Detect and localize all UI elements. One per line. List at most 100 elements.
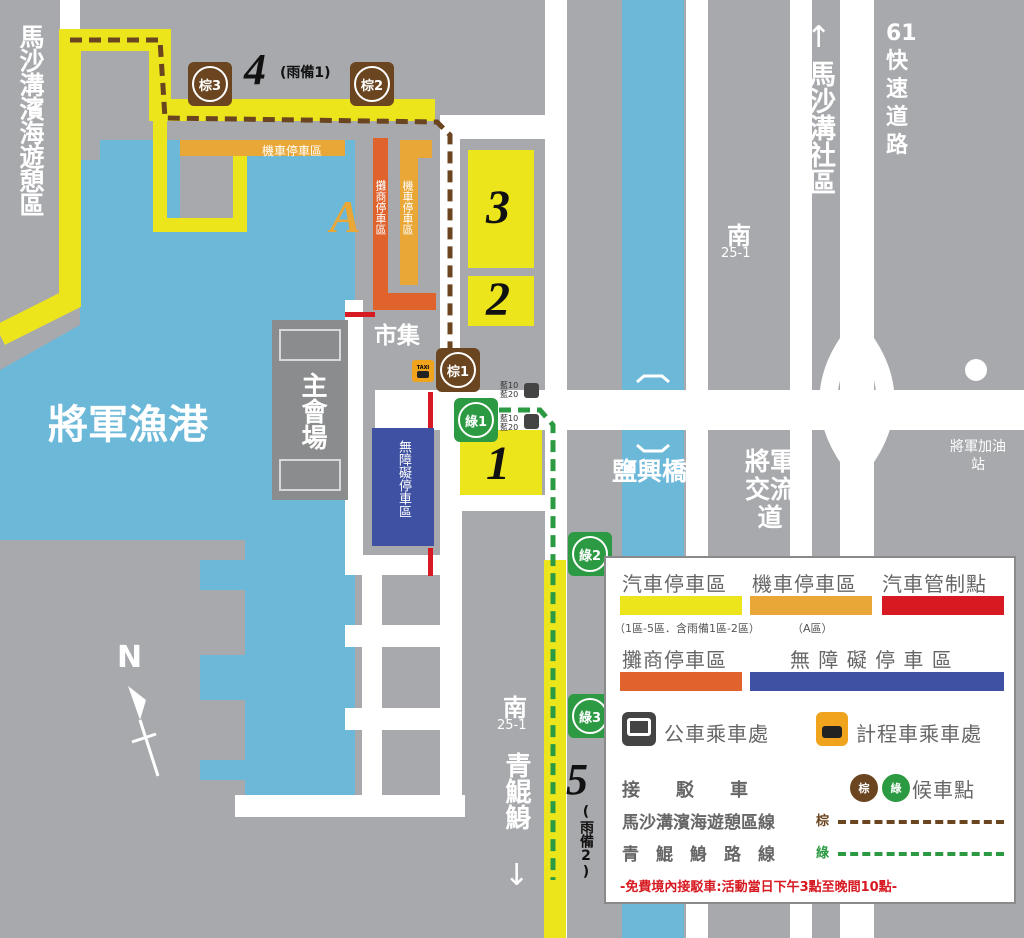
legend-bus-icon [622, 712, 656, 746]
legend-taxi-shape [822, 726, 842, 738]
legend-accessible-title: 無 障 礙 停 車 區 [790, 648, 953, 672]
taxi-icon: TAXI [412, 360, 434, 382]
legend-car-parking-swatch [620, 596, 742, 615]
legend-green-badge: 綠 [882, 774, 910, 802]
zone-4-label: 4 [244, 45, 266, 94]
legend-moto-parking-swatch [750, 596, 872, 615]
legend-taxi-stop: 計程車乘車處 [856, 722, 982, 746]
label-mashagou-area: 馬沙溝濱海遊憩區 [16, 24, 45, 216]
bus-line-label: 藍20 [500, 390, 519, 399]
legend-car-parking-title: 汽車停車區 [622, 572, 727, 596]
taxi-car-shape [417, 370, 429, 378]
stop-green-1[interactable]: 綠1 [454, 398, 498, 442]
bus-line-label: 藍10 [500, 381, 519, 390]
bridge-mark-bottom [636, 443, 670, 453]
moto-parking-strip [180, 140, 345, 156]
label-main-venue: 主會場 [297, 372, 327, 450]
legend-vendor-title: 攤商停車區 [622, 648, 727, 672]
label-arrow-up: ↑ [806, 20, 832, 55]
zone-3-label: 3 [486, 181, 510, 234]
legend-shuttle-label: 接 駁 車 [622, 780, 748, 801]
moto-parking-a [400, 140, 432, 285]
legend-control-title: 汽車管制點 [882, 572, 987, 596]
legend-brown-line [838, 820, 1004, 824]
harbor-water [0, 140, 370, 800]
stop-brown-1[interactable]: 棕1 [436, 348, 480, 392]
gas-station-dot [965, 359, 987, 381]
interchange-loop [819, 315, 895, 485]
legend-green-line [838, 852, 1004, 856]
legend-free-shuttle: -免費境內接駁車:活動當日下午3點至晚間10點- [620, 880, 898, 895]
brown-shuttle-route [70, 37, 453, 368]
legend-car-note: （1區-5區．含雨備1區-2區） [614, 622, 760, 635]
label-accessible-parking: 無障礙停車區 [396, 440, 411, 518]
legend-green-short: 綠 [816, 846, 830, 861]
land-top [0, 0, 60, 12]
label-nan18: 南18 [720, 404, 755, 422]
north-arrow [128, 686, 160, 777]
legend-vendor-swatch [620, 672, 742, 691]
parking-zone-3 [468, 150, 534, 268]
accessible-parking [372, 428, 434, 546]
label-market: 市集 [374, 323, 420, 349]
stop-brown-2[interactable]: 棕2 [350, 62, 394, 106]
legend-moto-note: （A區） [792, 622, 833, 635]
label-moto-parking-v: 機車停車區 [401, 180, 414, 235]
stop-badge: 綠1 [458, 402, 494, 438]
legend-line-brown: 馬沙溝濱海遊憩區線 [622, 813, 775, 833]
legend-bus-stop: 公車乘車處 [664, 722, 769, 746]
legend-accessible-swatch [750, 672, 1004, 691]
legend-brown-badge: 棕 [850, 774, 878, 802]
stop-badge: 綠3 [572, 698, 608, 734]
label-north: N [117, 640, 143, 675]
legend-bus-shape [627, 718, 651, 736]
label-harbor: 將軍漁港 [48, 402, 208, 448]
legend-taxi-icon [816, 712, 848, 746]
control-points [345, 312, 433, 576]
label-qingkunshen: 青鯤鯓 [501, 752, 531, 830]
bus-stop-icon [524, 414, 539, 429]
label-to-mashagou: 馬沙溝社區 [804, 60, 835, 195]
legend-wait-point: 候車點 [912, 778, 975, 802]
parking-zone-2 [468, 276, 534, 326]
legend-line-green: 青 鯤 鯓 路 線 [622, 845, 775, 865]
taxi-tag: TAXI [416, 364, 430, 371]
zone-5-label: 5 [566, 755, 588, 804]
label-moto-parking-h: 機車停車區 [262, 144, 323, 158]
stop-badge: 棕1 [440, 352, 476, 388]
zone-a-label: A [330, 191, 361, 242]
label-xibin: 西濱聯絡道 [608, 404, 684, 422]
vendor-parking [373, 138, 436, 310]
label-bridge: 鹽興橋 [612, 457, 688, 486]
legend-panel: 汽車停車區 機車停車區 汽車管制點 （1區-5區．含雨備1區-2區） （A區） … [604, 556, 1016, 904]
zone-1-label: 1 [486, 437, 510, 490]
label-nan251-top: 南 [727, 222, 751, 250]
label-expressway: 61快速道路 [886, 21, 917, 158]
green-shuttle-route [480, 407, 556, 880]
label-nan251-top-num: 25-1 [721, 246, 751, 261]
main-venue-tent-top [279, 329, 341, 361]
bridge-mark-top [636, 374, 670, 384]
label-gas-station: 將軍加油站 [950, 439, 1006, 473]
bus-line-label: 藍10 [500, 414, 519, 423]
legend-control-swatch [882, 596, 1004, 615]
stop-brown-3[interactable]: 棕3 [188, 62, 232, 106]
zone-2-label: 2 [486, 273, 510, 326]
bus-lines-top: 藍10 藍20 [500, 381, 518, 399]
label-interchange: 將軍交流道 [744, 447, 795, 532]
label-nan251-bottom: 南 [503, 694, 527, 722]
bus-line-label: 藍20 [500, 423, 519, 432]
label-nan251-bottom-num: 25-1 [497, 718, 527, 733]
bus-stop-icon [524, 383, 539, 398]
main-venue-tent-bottom [279, 459, 341, 491]
stop-badge: 棕2 [354, 66, 390, 102]
stop-badge: 綠2 [572, 536, 608, 572]
label-vendor-parking: 攤商停車區 [374, 180, 387, 235]
main-venue-block [272, 320, 348, 500]
legend-moto-parking-title: 機車停車區 [752, 572, 857, 596]
zone-4-note: (雨備1) [280, 65, 331, 81]
legend-brown-short: 棕 [816, 814, 830, 829]
zone-5-note: (雨備2) [578, 804, 594, 880]
bus-lines-bottom: 藍10 藍20 [500, 414, 518, 432]
stop-badge: 棕3 [192, 66, 228, 102]
